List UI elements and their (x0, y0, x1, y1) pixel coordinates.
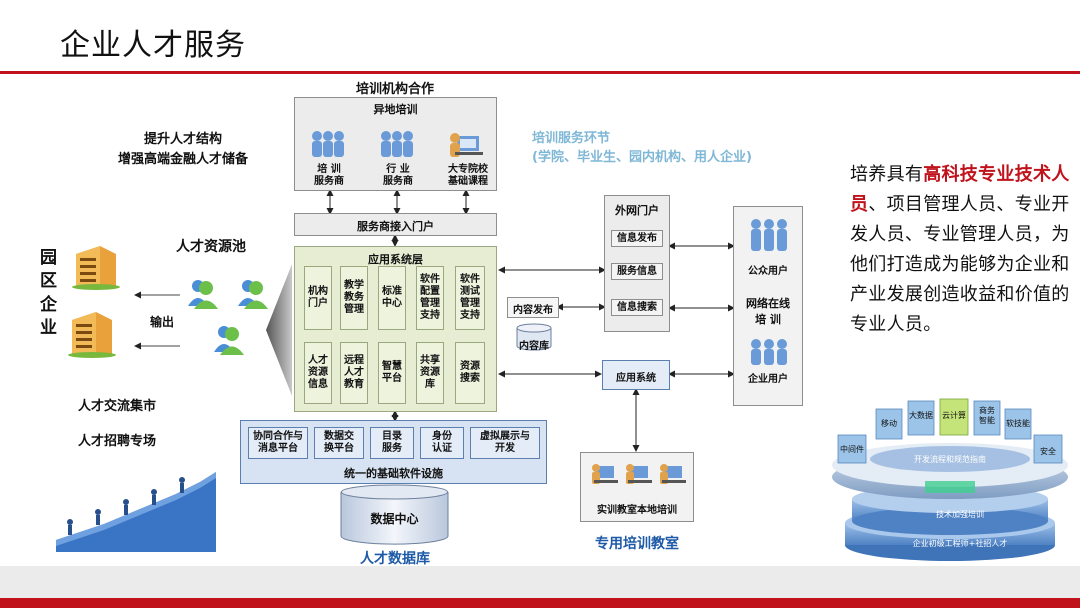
app-system-box: 应用系统 (602, 360, 670, 390)
online-training-line2: 培 训 (755, 313, 781, 326)
platform-layers-graphic (832, 398, 1068, 561)
content-library-cylinder-icon (516, 323, 552, 351)
talent-person-icon (238, 280, 268, 309)
park-char-2: 区 (40, 271, 57, 291)
output-label: 输出 (150, 315, 175, 329)
school-computer-icon (450, 133, 483, 157)
remote-training-label: 异地培训 (373, 103, 418, 116)
platform-module-label: 移动 (881, 419, 897, 428)
platform-module-label: 商务 智能 (979, 406, 995, 425)
content-library-label: 内容库 (519, 341, 549, 352)
app-layer-header: 应用系统层 (368, 253, 423, 266)
slogan-line-1: 提升人才结构 (143, 132, 222, 147)
app-module-cell: 软件 测试 管理 支持 (455, 266, 485, 330)
app-module-cell: 资源 搜索 (455, 342, 485, 404)
app-system-label: 应用系统 (616, 373, 656, 384)
infra-label: 统一的基础软件设施 (344, 467, 443, 480)
provider-1-line1: 培 训 (317, 164, 341, 175)
external-portal-item: 服务信息 (611, 263, 663, 280)
talent-person-icon (214, 326, 244, 355)
right-text-lead: 培养具有 (850, 164, 924, 185)
provider-2-line1: 行 业 (386, 164, 410, 175)
public-users-icon (751, 219, 787, 251)
app-module-cell: 机构 门户 (304, 266, 332, 330)
external-portal-item: 信息发布 (611, 230, 663, 247)
park-char-4: 业 (40, 318, 57, 338)
right-text-rest: 、项目管理人员、专业开发人员、专业管理人员，为他们打造成为能够为企业和产业发展创… (850, 194, 1070, 335)
provider-3-line2: 基础课程 (448, 176, 488, 187)
provider-2-line2: 服务商 (383, 176, 413, 187)
footer-gray-band (0, 566, 1080, 598)
platform-ring-label: 开发流程和规范指南 (914, 455, 986, 464)
funnel-arrow-shape (266, 264, 292, 396)
service-note-line2: (学院、毕业生、园内机构、用人企业) (532, 150, 752, 165)
classroom-caption: 专用培训教室 (595, 536, 679, 552)
page-title: 企业人才服务 (60, 28, 246, 63)
platform-side-right-label: 安全 (1040, 447, 1056, 456)
app-module-cell: 人才 资源 信息 (304, 342, 332, 404)
platform-side-left-label: 中间件 (840, 445, 864, 454)
building-icon (68, 312, 116, 358)
online-training-line1: 网络在线 (746, 297, 790, 310)
header-rule (0, 71, 1080, 74)
park-char-3: 企 (40, 295, 57, 315)
classroom-box (580, 452, 694, 522)
infra-module-cell: 身份 认证 (420, 427, 464, 459)
content-publish-label: 内容发布 (513, 305, 553, 316)
app-module-cell: 智慧 平台 (378, 342, 406, 404)
talent-db-label: 人才数据库 (360, 551, 430, 567)
app-module-cell: 软件 配置 管理 支持 (416, 266, 444, 330)
provider-people-icon (312, 131, 344, 157)
classroom-inner-label: 实训教室本地培训 (597, 505, 677, 516)
app-module-cell: 教学 教务 管理 (340, 266, 368, 330)
external-portal-item: 信息搜索 (611, 299, 663, 316)
platform-module-label: 软技能 (1006, 419, 1030, 428)
classroom-computers-icon (592, 464, 686, 484)
footer-red-band (0, 598, 1080, 608)
park-char-1: 园 (40, 248, 57, 268)
external-portal-header: 外网门户 (615, 204, 659, 217)
app-module-cell: 共享 资源 库 (416, 342, 444, 404)
provider-access-portal-label: 服务商接入门户 (357, 220, 434, 233)
infra-module-cell: 虚拟展示与 开发 (470, 427, 540, 459)
provider-people-icon (381, 131, 413, 157)
platform-base-label: 企业初级工程师+社招人才 (912, 539, 1008, 548)
app-module-cell: 远程 人才 教育 (340, 342, 368, 404)
talent-pool-label: 人才资源池 (176, 239, 246, 255)
enterprise-users-label: 企业用户 (748, 374, 788, 385)
growth-bars-graphic (56, 472, 216, 552)
market-label: 人才交流集市 (78, 399, 157, 414)
building-icon (72, 246, 120, 290)
slogan-line-2: 增强高端金融人才储备 (117, 152, 248, 167)
infra-module-cell: 协同合作与 消息平台 (248, 427, 308, 459)
platform-module-label: 大数据 (909, 411, 933, 420)
infra-module-cell: 目录 服务 (370, 427, 414, 459)
datacenter-label: 数据中心 (370, 512, 419, 526)
right-text-highlight: 高科技专业技术人员 (850, 164, 1070, 215)
service-note-line1: 培训服务环节 (532, 131, 611, 146)
provider-access-portal: 服务商接入门户 (294, 213, 497, 236)
provider-1-line2: 服务商 (314, 176, 344, 187)
platform-band-label: 技术加强培训 (936, 510, 984, 519)
platform-module-label: 云计算 (942, 411, 966, 420)
enterprise-users-icon (751, 339, 787, 365)
right-description: 培养具有高科技专业技术人员、项目管理人员、专业开发人员、专业管理人员，为他们打造… (850, 160, 1076, 340)
training-org-header: 培训机构合作 (355, 82, 434, 97)
infra-module-cell: 数据交 换平台 (314, 427, 364, 459)
provider-3-line1: 大专院校 (448, 164, 488, 175)
recruit-label: 人才招聘专场 (78, 434, 157, 449)
app-module-cell: 标准 中心 (378, 266, 406, 330)
content-publish-box: 内容发布 (507, 297, 559, 318)
datacenter-cylinder-icon (340, 484, 449, 545)
talent-person-icon (188, 280, 218, 309)
public-users-label: 公众用户 (748, 266, 788, 277)
